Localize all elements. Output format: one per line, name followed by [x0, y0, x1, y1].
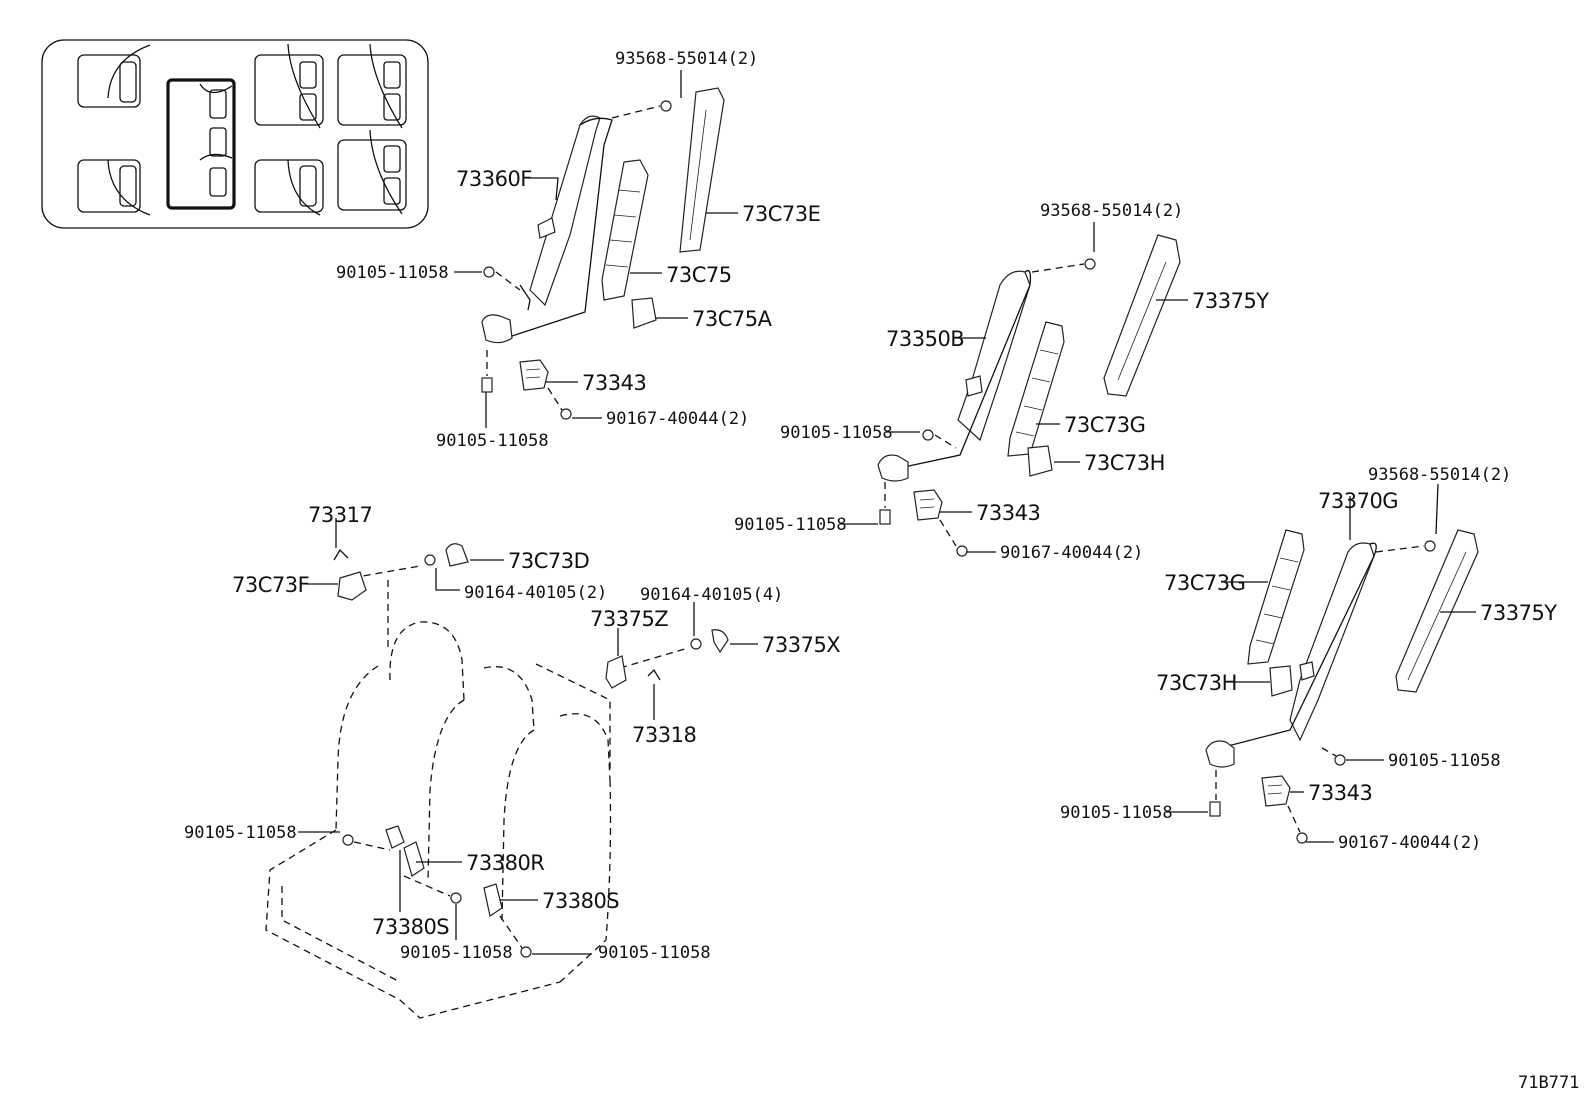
label-93568-55014: 93568-55014(2) [1040, 201, 1183, 221]
cover-73C73G [1247, 529, 1305, 665]
label-73375Z: 73375Z [590, 607, 668, 631]
label-90167-40044: 90167-40044(2) [1000, 543, 1143, 563]
label-73380R: 73380R [466, 851, 544, 875]
cover-73343 [1261, 775, 1291, 807]
cover-73375Z [605, 655, 627, 689]
label-90105-11058: 90105-11058 [598, 943, 711, 963]
seat-belt-webbing [1289, 542, 1375, 742]
bolt [481, 377, 493, 393]
label-73C73H: 73C73H [1156, 671, 1237, 695]
label-93568-55014: 93568-55014(2) [615, 49, 758, 69]
label-73343: 73343 [582, 371, 646, 395]
belt-assembly-73360F [481, 87, 725, 420]
bolt [1209, 801, 1221, 817]
seat-belt-webbing [957, 270, 1031, 442]
label-73343: 73343 [1308, 781, 1372, 805]
cover-73C75 [601, 159, 649, 301]
inset-seat-front-right [77, 159, 151, 216]
label-73380S: 73380S [372, 915, 449, 939]
bolt [483, 266, 495, 278]
part-labels: 93568-55014(2) 73360F 73C73E 90105-11058… [184, 49, 1579, 1093]
label-73C73G: 73C73G [1064, 413, 1145, 437]
cover-73C73G [1007, 321, 1065, 457]
label-90164-40105: 90164-40105(4) [640, 585, 783, 605]
label-73375Y: 73375Y [1192, 289, 1269, 313]
label-90105-11058: 90105-11058 [400, 943, 513, 963]
clip-73318 [647, 668, 661, 681]
bolt [922, 429, 934, 441]
inset-seat-row3 [254, 43, 324, 216]
bolt [1334, 754, 1346, 766]
pillar-trim-73375Y [1103, 234, 1181, 397]
cover-73C75A [631, 297, 657, 329]
pillar-trim-73C73E [679, 87, 725, 253]
label-73317: 73317 [308, 503, 372, 527]
label-90105-11058: 90105-11058 [1060, 803, 1173, 823]
label-90167-40044: 90167-40044(2) [1338, 833, 1481, 853]
cover-73375X [711, 629, 729, 654]
inset-seat-row4 [337, 43, 407, 215]
label-73318: 73318 [632, 723, 696, 747]
buckle-73380S [385, 825, 405, 849]
belt-assembly-73350B [877, 234, 1181, 557]
label-73C73H: 73C73H [1084, 451, 1165, 475]
cover-73C73H [1027, 445, 1053, 477]
belt-assembly-73370G [1205, 529, 1479, 844]
retractor [1205, 740, 1235, 768]
label-73370G: 73370G [1318, 489, 1398, 513]
label-90105-11058: 90105-11058 [734, 515, 847, 535]
inset-seat-front-left [77, 44, 151, 108]
bolt [1296, 832, 1308, 844]
screw [424, 554, 436, 566]
cover-73C73H [1269, 665, 1293, 697]
label-90105-11058: 90105-11058 [1388, 751, 1501, 771]
bolt [520, 946, 532, 958]
label-73350B: 73350B [886, 327, 964, 351]
label-90105-11058: 90105-11058 [184, 823, 297, 843]
label-73C73G: 73C73G [1164, 571, 1245, 595]
label-93568-55014: 93568-55014(2) [1368, 465, 1511, 485]
diagram-code: 71B771 [1518, 1073, 1579, 1093]
label-90164-40105: 90164-40105(2) [464, 583, 607, 603]
cover-73343 [519, 359, 549, 391]
bench-seat-assembly [265, 543, 729, 1019]
retractor [481, 314, 513, 344]
bolt [1424, 540, 1436, 552]
bolt [879, 509, 891, 525]
inset-highlighted-row [166, 78, 236, 210]
label-90105-11058: 90105-11058 [436, 431, 549, 451]
cover-73C73F [337, 571, 367, 601]
screw [690, 638, 702, 650]
label-73343: 73343 [976, 501, 1040, 525]
buckle-73380S [483, 883, 503, 917]
bolt [956, 545, 968, 557]
label-73C73D: 73C73D [508, 549, 589, 573]
cover-73C73D [445, 543, 469, 567]
label-90105-11058: 90105-11058 [336, 263, 449, 283]
bolt [660, 100, 672, 112]
label-73360F: 73360F [456, 167, 532, 191]
bolt [1084, 258, 1096, 270]
label-73375X: 73375X [762, 633, 840, 657]
label-73C75: 73C75 [666, 263, 732, 287]
seat-layout-inset [41, 39, 429, 229]
bolt [342, 834, 354, 846]
bolt [560, 408, 572, 420]
bolt [450, 892, 462, 904]
label-90167-40044: 90167-40044(2) [606, 409, 749, 429]
label-73375Y: 73375Y [1480, 601, 1557, 625]
leader-lines [298, 70, 1476, 955]
label-90105-11058: 90105-11058 [780, 423, 893, 443]
buckle-73380R [403, 841, 425, 877]
label-73380S: 73380S [542, 889, 619, 913]
label-73C73F: 73C73F [232, 573, 309, 597]
label-73C75A: 73C75A [692, 307, 773, 331]
retractor [877, 454, 909, 482]
cover-73343 [913, 489, 943, 521]
pillar-trim-73375Y [1395, 529, 1479, 693]
clip-73317 [333, 548, 349, 561]
label-73C73E: 73C73E [742, 202, 820, 226]
